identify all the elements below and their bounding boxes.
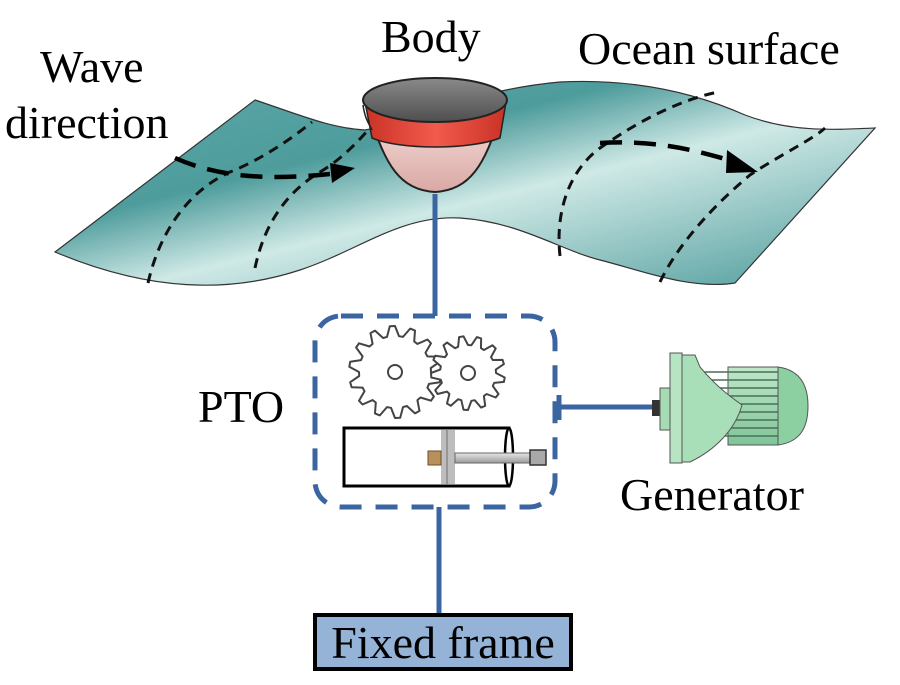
pto-box <box>312 313 558 510</box>
label-wave-direction-1: Wave <box>40 41 144 92</box>
connectors <box>432 194 652 614</box>
label-body: Body <box>381 11 481 62</box>
hydraulic-cylinder-icon <box>342 426 547 488</box>
body-buoy <box>362 77 508 194</box>
label-wave-direction-2: direction <box>5 97 169 148</box>
fixed-frame-box: Fixed frame <box>313 613 573 671</box>
wave-direction-arrow-right <box>599 140 758 173</box>
wave-direction-arrow-left <box>174 155 355 183</box>
label-fixed-frame: Fixed frame <box>331 616 555 668</box>
generator-icon <box>652 352 809 464</box>
gear-small-icon <box>430 335 506 411</box>
gear-hub <box>460 365 476 381</box>
label-ocean-surface: Ocean surface <box>578 23 840 74</box>
gear-hub <box>387 364 403 380</box>
label-pto: PTO <box>198 381 285 432</box>
label-generator: Generator <box>620 469 804 520</box>
gear-large-icon <box>348 325 442 419</box>
